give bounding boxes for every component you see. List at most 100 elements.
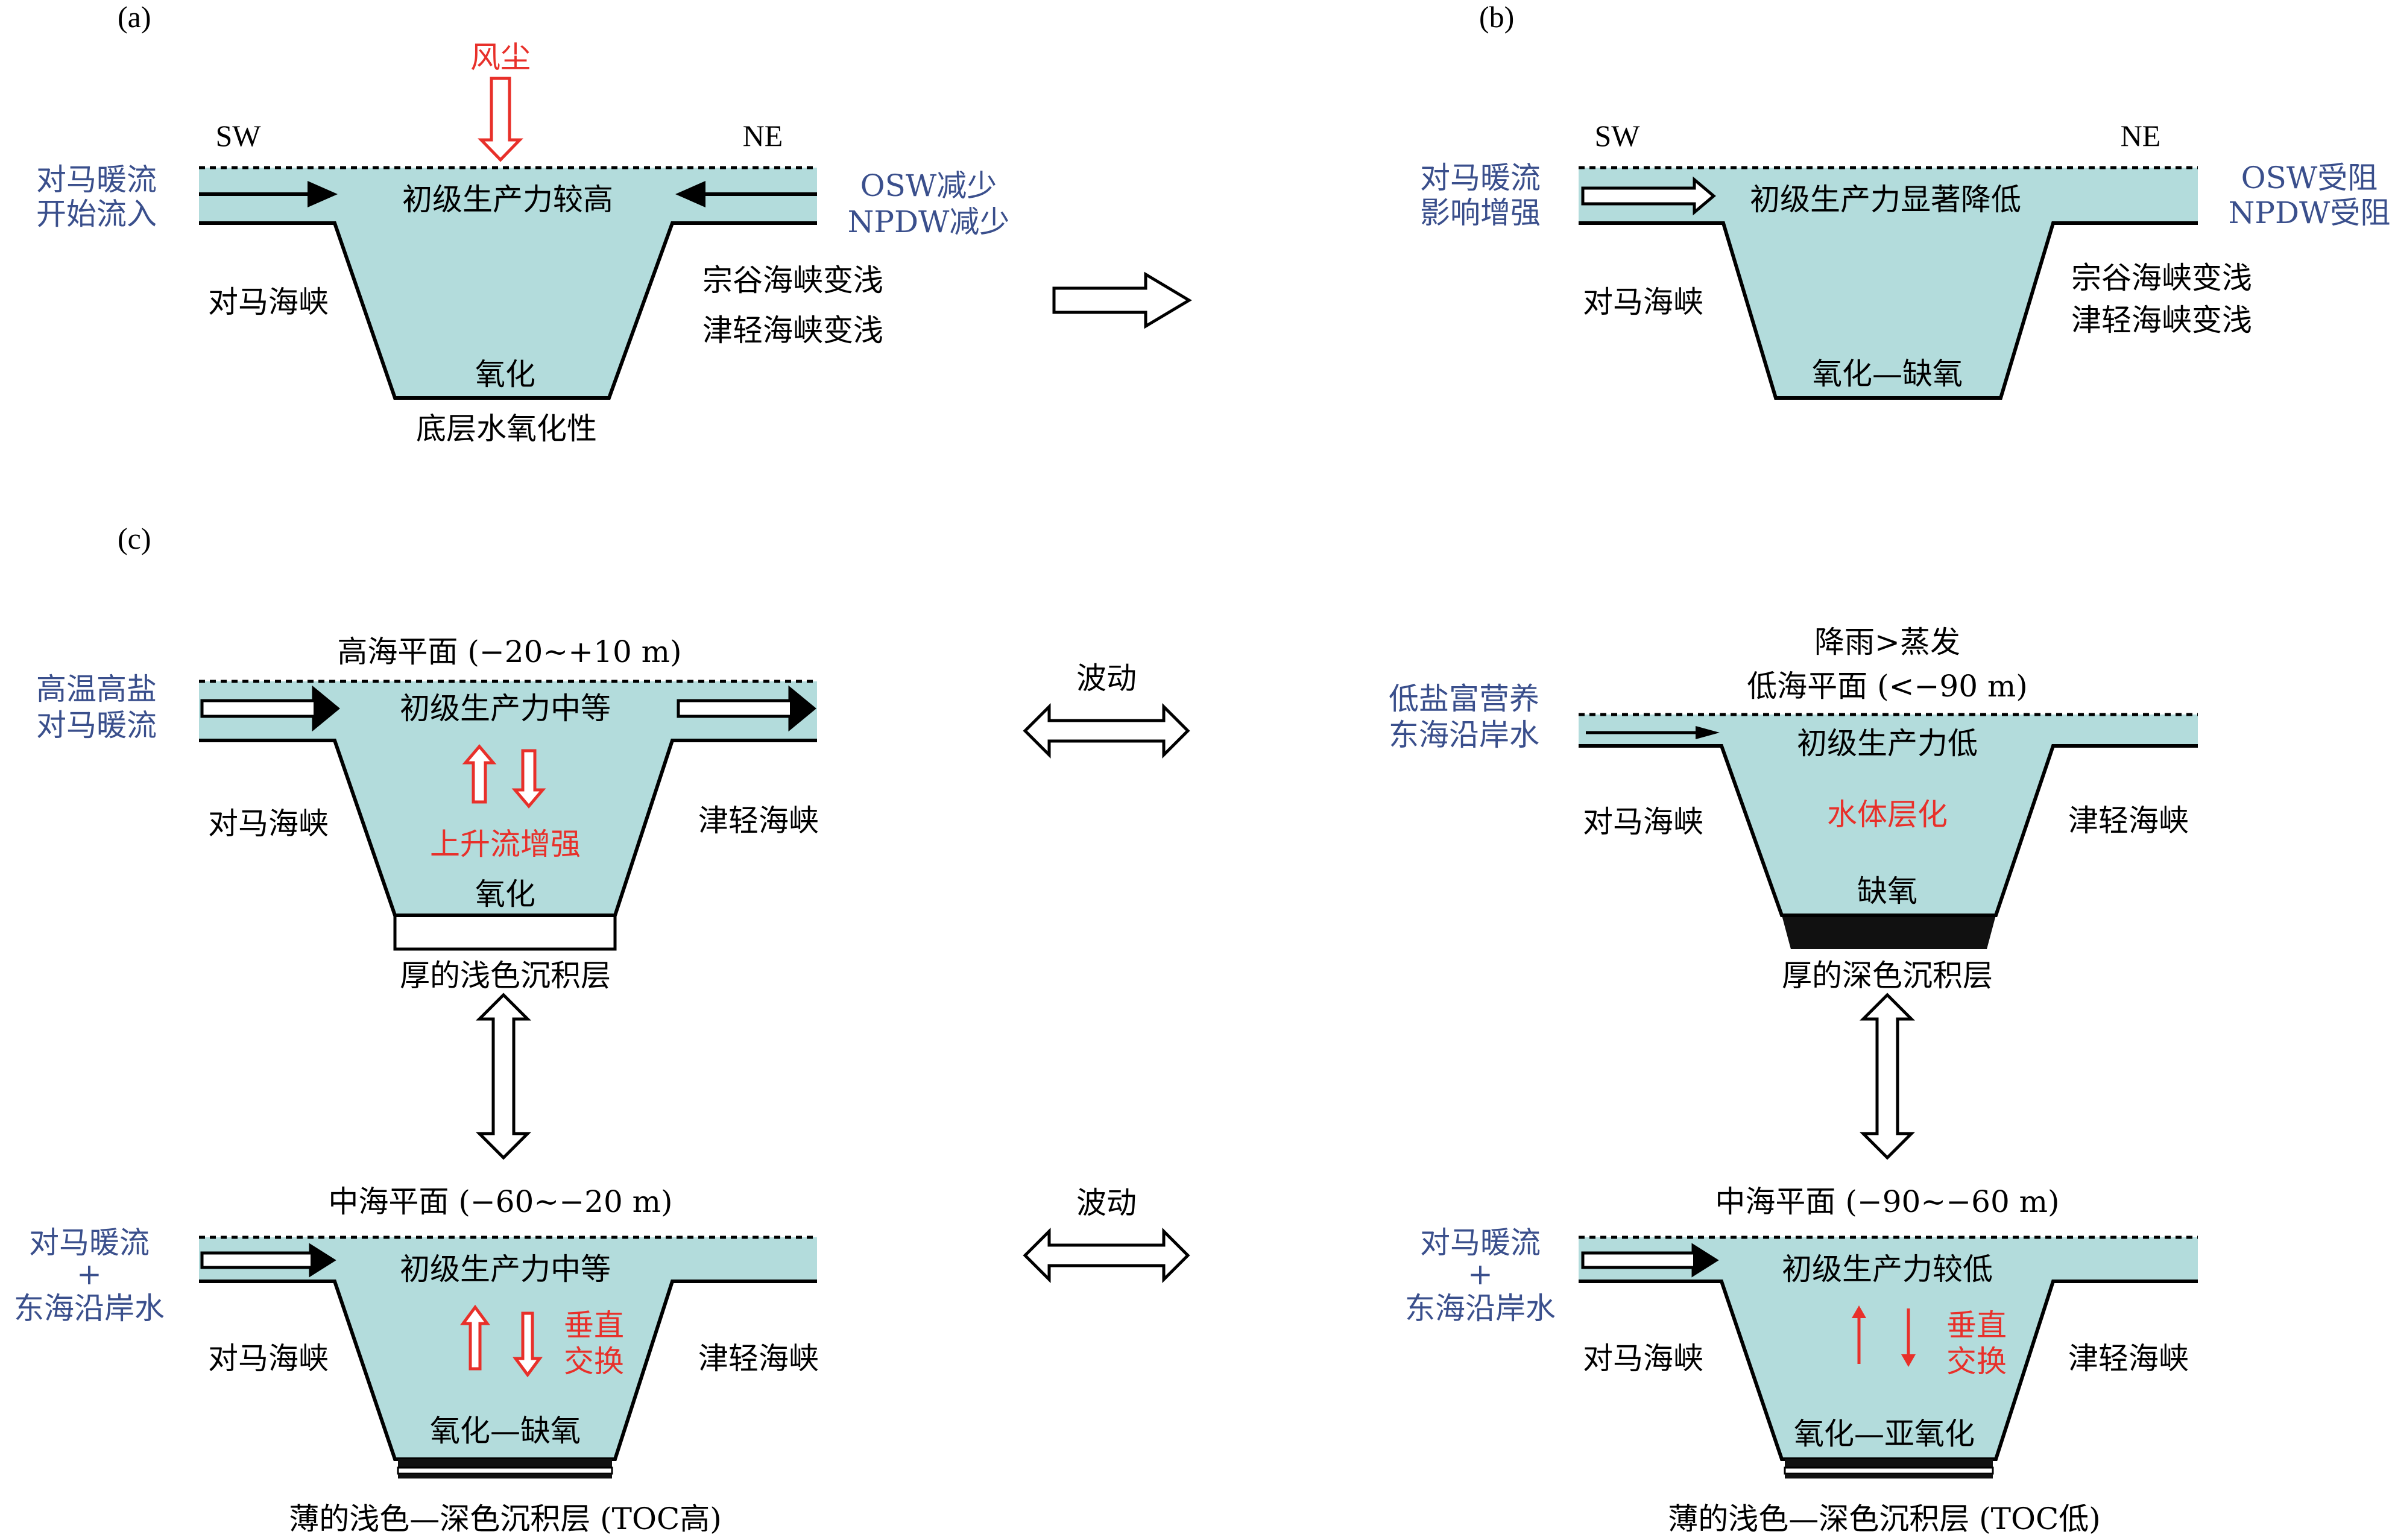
- dark-sediment-band: [398, 1459, 612, 1468]
- strait-right-label-1: 宗谷海峡变浅: [2071, 260, 2252, 295]
- productivity-label: 初级生产力较低: [1782, 1252, 1993, 1287]
- stratification-label: 水体层化: [1827, 797, 1948, 832]
- panel-c-mid-sea-level-right: 中海平面 (−90~−60 m) 对马暖流 + 东海沿岸水 初级生产力较低 垂直…: [1405, 1184, 2198, 1536]
- sediment-label: 厚的浅色沉积层: [400, 958, 611, 993]
- inflow-left-line1: 对马暖流: [1420, 160, 1541, 195]
- basin-water: [199, 168, 817, 398]
- inflow-left-line1: 对马暖流: [36, 162, 157, 197]
- exchange-down-arrow: [513, 1311, 543, 1378]
- sediment-label: 薄的浅色—深色沉积层 (TOC低): [1668, 1501, 2101, 1536]
- sediment-label: 厚的深色沉积层: [1782, 958, 1993, 993]
- inflow-right-line2: NPDW减少: [848, 204, 1010, 239]
- productivity-label: 初级生产力中等: [400, 691, 611, 726]
- strait-right-label-2: 津轻海峡变浅: [2071, 303, 2252, 338]
- strait-left-label: 对马海峡: [1583, 804, 1703, 839]
- vertical-arrow-left: [475, 992, 532, 1160]
- basin-outline: [1579, 221, 2198, 400]
- light-sediment-layer: [393, 914, 617, 951]
- left-inflow-arrowhead: [311, 1246, 333, 1275]
- dark-sediment-layer: [1782, 915, 1996, 949]
- sea-level-label: 高海平面 (−20~+10 m): [337, 634, 681, 669]
- inflow-right-line2: NPDW受阻: [2229, 195, 2391, 230]
- inflow-left-line1: 高温高盐: [36, 672, 157, 707]
- inflow-left-line2: 东海沿岸水: [14, 1291, 165, 1326]
- exchange-label-1: 垂直: [564, 1308, 624, 1343]
- light-sediment-band: [1784, 1466, 1994, 1475]
- dust-label: 风尘: [470, 40, 531, 75]
- exchange-up-arrow: [460, 1304, 490, 1371]
- fluctuation-label-1: 波动: [1076, 661, 1137, 696]
- strait-left-label: 对马海峡: [208, 806, 329, 841]
- inflow-left-line2: 影响增强: [1420, 195, 1541, 230]
- light-sediment-band: [397, 1466, 613, 1475]
- sea-level-label: 中海平面 (−90~−60 m): [1715, 1184, 2059, 1219]
- left-inflow-arrow: [1581, 176, 1716, 216]
- inflow-left-line2: 对马暖流: [36, 708, 157, 743]
- strait-right-label: 津轻海峡: [2068, 803, 2189, 838]
- inflow-right-line1: OSW受阻: [2241, 160, 2378, 195]
- inflow-left-plus: +: [77, 1257, 102, 1292]
- exchange-up-arrowhead: [1852, 1305, 1866, 1318]
- inflow-left-line2: 开始流入: [36, 197, 157, 232]
- bottom-state-label: 氧化—缺氧: [430, 1413, 581, 1448]
- climate-label: 降雨>蒸发: [1814, 625, 1960, 660]
- inflow-left-line1: 对马暖流: [1420, 1225, 1541, 1260]
- inflow-left-line1: 低盐富营养: [1389, 681, 1539, 716]
- left-inflow-arrowhead: [314, 689, 338, 728]
- sea-level-label: 中海平面 (−60~−20 m): [328, 1184, 672, 1219]
- strait-left-label: 对马海峡: [208, 1341, 329, 1376]
- strait-right-label: 津轻海峡: [698, 1341, 819, 1376]
- upwelling-up-arrow: [462, 744, 497, 804]
- inflow-left-line2: 东海沿岸水: [1389, 718, 1539, 753]
- fluctuation-arrow-1: [1023, 702, 1190, 759]
- strait-right-label-2: 津轻海峡变浅: [702, 313, 883, 348]
- dark-sediment-band-2: [1785, 1474, 1993, 1478]
- panel-c-high-sea-level: 高海平面 (−20~+10 m) 高温高盐 对马暖流 初级生产力中等 上升流增强…: [36, 634, 819, 993]
- basin-water: [1579, 715, 2198, 915]
- basin-water: [199, 681, 817, 915]
- strait-right-label: 津轻海峡: [2068, 1341, 2189, 1376]
- productivity-label: 初级生产力显著降低: [1750, 182, 2021, 217]
- strait-right-label: 津轻海峡: [698, 803, 819, 838]
- panel-c-tag: (c): [118, 522, 151, 555]
- ne-label: NE: [743, 119, 783, 153]
- sw-label: SW: [216, 119, 262, 153]
- productivity-label: 初级生产力较高: [402, 182, 613, 217]
- left-inflow-arrowhead: [308, 181, 338, 207]
- bottom-state-label: 氧化: [475, 877, 535, 912]
- panel-b: (b) SW NE 对马暖流 影响增强 OSW受阻 NPDW受阻 初级生产力显著…: [1420, 0, 2391, 400]
- basin-outline: [1579, 744, 2198, 917]
- fluctuation-arrow-2: [1023, 1227, 1190, 1284]
- panel-c-mid-sea-level-left: 中海平面 (−60~−20 m) 对马暖流 + 东海沿岸水 初级生产力中等 垂直…: [14, 1184, 819, 1536]
- inflow-left-plus: +: [1468, 1257, 1493, 1292]
- upwelling-label: 上升流增强: [430, 827, 581, 862]
- strait-left-label: 对马海峡: [1583, 1341, 1703, 1376]
- bottom-state-label: 氧化—缺氧: [1812, 356, 1963, 391]
- right-outflow-arrowhead: [790, 689, 814, 728]
- transition-arrow: [1052, 271, 1192, 329]
- basin-water: [1579, 1237, 2198, 1459]
- basin-outline: [199, 221, 817, 400]
- panel-a-tag: (a): [118, 0, 151, 34]
- inflow-left-line2: 东海沿岸水: [1405, 1291, 1556, 1326]
- bottom-state-label: 缺氧: [1857, 874, 1917, 909]
- panel-a: (a) 风尘 SW NE 对马暖流 开始流入 OSW减少 NPDW减少 初级生产…: [36, 0, 1009, 446]
- panel-b-tag: (b): [1479, 0, 1514, 34]
- fluctuation-label-2: 波动: [1076, 1185, 1137, 1220]
- strait-left-label: 对马海峡: [1583, 285, 1703, 320]
- exchange-label-2: 交换: [1946, 1344, 2007, 1379]
- upwelling-down-arrow: [511, 749, 546, 809]
- basin-outline: [199, 739, 817, 917]
- ne-label: NE: [2121, 119, 2161, 153]
- strait-left-label: 对马海峡: [208, 285, 329, 320]
- strait-right-label-1: 宗谷海峡变浅: [702, 263, 883, 298]
- bottom-state-label: 氧化—亚氧化: [1794, 1416, 1975, 1451]
- productivity-label: 初级生产力低: [1797, 726, 1978, 761]
- basin-water: [199, 1237, 817, 1459]
- dark-sediment-band-2: [398, 1474, 612, 1478]
- bottom-state-label: 氧化: [475, 357, 535, 392]
- productivity-label: 初级生产力中等: [400, 1252, 611, 1287]
- right-inflow-arrowhead: [675, 181, 705, 207]
